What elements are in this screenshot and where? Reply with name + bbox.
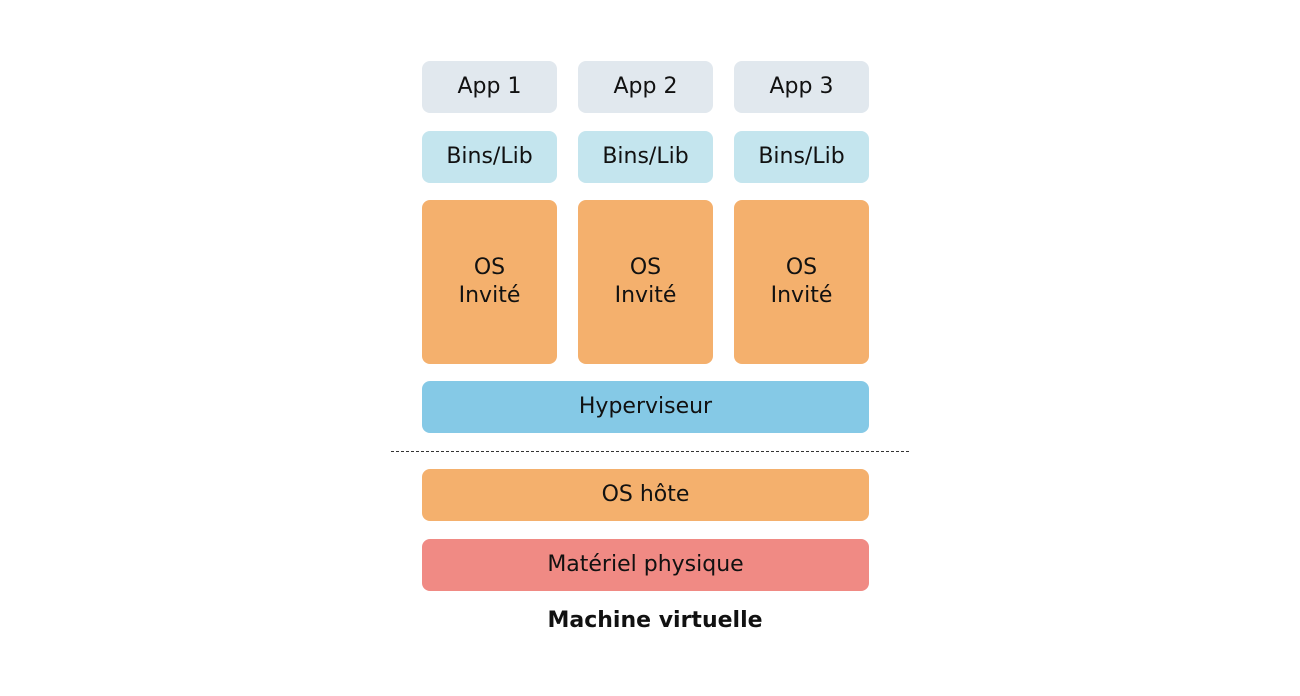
guest-os-3-line2: Invité: [770, 283, 833, 308]
guest-os-2-line2: Invité: [614, 283, 677, 308]
guest-os-3-box: OS Invité: [734, 200, 869, 364]
guest-os-1-line2: Invité: [458, 283, 521, 308]
guest-os-2-box: OS Invité: [578, 200, 713, 364]
hardware-label: Matériel physique: [547, 552, 744, 577]
host-os-label: OS hôte: [601, 482, 690, 507]
host-os-box: OS hôte: [422, 469, 869, 521]
app-3-label: App 3: [769, 74, 834, 99]
guest-os-3-line1: OS: [785, 255, 818, 280]
bins-lib-1-label: Bins/Lib: [446, 144, 533, 169]
bins-lib-1-box: Bins/Lib: [422, 131, 557, 183]
guest-os-1-box: OS Invité: [422, 200, 557, 364]
guest-os-1-line1: OS: [473, 255, 506, 280]
bins-lib-2-label: Bins/Lib: [602, 144, 689, 169]
app-2-label: App 2: [613, 74, 678, 99]
bins-lib-3-label: Bins/Lib: [758, 144, 845, 169]
hardware-box: Matériel physique: [422, 539, 869, 591]
bins-lib-2-box: Bins/Lib: [578, 131, 713, 183]
app-1-box: App 1: [422, 61, 557, 113]
app-3-box: App 3: [734, 61, 869, 113]
app-1-label: App 1: [457, 74, 522, 99]
app-2-box: App 2: [578, 61, 713, 113]
hypervisor-box: Hyperviseur: [422, 381, 869, 433]
bins-lib-3-box: Bins/Lib: [734, 131, 869, 183]
dashed-separator: [391, 451, 909, 452]
diagram-caption: Machine virtuelle: [547, 608, 763, 633]
hypervisor-label: Hyperviseur: [578, 394, 713, 419]
guest-os-2-line1: OS: [629, 255, 662, 280]
